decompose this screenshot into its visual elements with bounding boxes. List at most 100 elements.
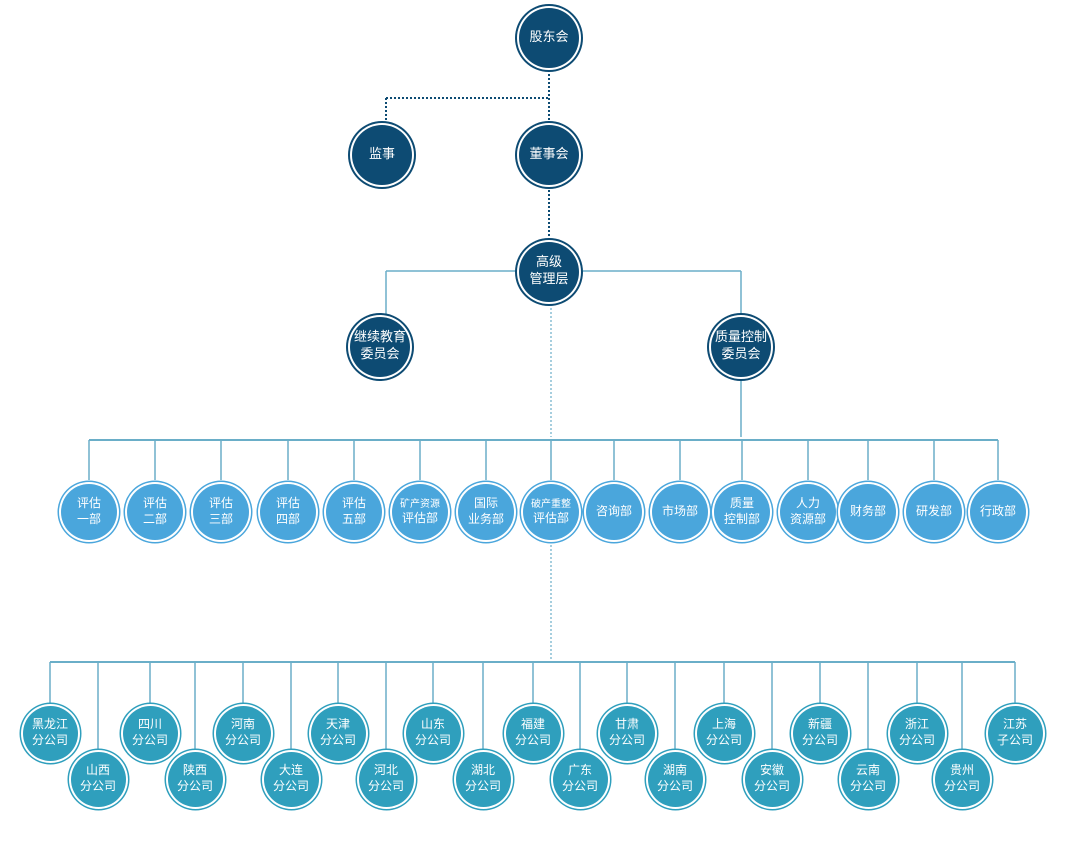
- branch-node-label-1: 陕西: [182, 763, 207, 778]
- branch-node-label-1: 湖北: [470, 763, 495, 778]
- department-node: 矿产资源评估部: [392, 484, 448, 540]
- management-node-label-2: 管理层: [529, 272, 569, 287]
- branch-node-label-2: 分公司: [561, 779, 598, 793]
- branch-node: 福建分公司: [505, 705, 561, 761]
- branch-node: 山东分公司: [405, 705, 461, 761]
- branch-node: 陕西分公司: [167, 751, 223, 807]
- department-node-label-2: 资源部: [789, 512, 826, 526]
- department-node-label-2: 评估部: [532, 510, 569, 525]
- branch-node: 四川分公司: [122, 705, 178, 761]
- department-node: 评估三部: [193, 484, 249, 540]
- branch-node-label-2: 分公司: [414, 733, 451, 747]
- branch-node-label-1: 河北: [373, 763, 398, 778]
- department-node-label-1: 评估: [341, 496, 366, 511]
- department-node-label-2: 三部: [208, 512, 233, 526]
- shareholders-node-label-1: 股东会: [529, 29, 569, 45]
- education-committee-node-label-2: 委员会: [360, 347, 400, 362]
- department-node: 评估四部: [260, 484, 316, 540]
- department-node-label-1: 咨询部: [595, 504, 632, 519]
- branch-node-label-1: 新疆: [807, 717, 832, 732]
- branch-node-label-1: 山东: [420, 717, 445, 732]
- quality-committee-node-label-2: 委员会: [721, 347, 761, 362]
- branch-node-label-1: 湖南: [662, 763, 687, 778]
- branch-node-label-1: 贵州: [949, 763, 974, 778]
- branch-node: 天津分公司: [310, 705, 366, 761]
- branch-node-label-2: 子公司: [996, 733, 1033, 747]
- branch-node: 大连分公司: [263, 751, 319, 807]
- branch-node-label-1: 广东: [567, 763, 592, 778]
- department-node: 评估五部: [326, 484, 382, 540]
- department-node-label-2: 一部: [76, 512, 101, 526]
- department-node-label-1: 评估: [275, 496, 300, 511]
- branch-node: 浙江分公司: [889, 705, 945, 761]
- branch-node-label-1: 河南: [230, 717, 255, 732]
- branch-node-label-1: 浙江: [904, 717, 929, 732]
- department-node-label-1: 国际: [473, 496, 498, 511]
- department-node-label-1: 矿产资源: [400, 498, 440, 510]
- branch-node-label-2: 分公司: [898, 733, 935, 747]
- department-node: 破产重整评估部: [523, 484, 579, 540]
- branch-node-label-2: 分公司: [849, 779, 886, 793]
- branch-node-label-1: 江苏: [1002, 717, 1027, 732]
- branch-node: 安徽分公司: [744, 751, 800, 807]
- branch-node: 广东分公司: [552, 751, 608, 807]
- department-node: 质量控制部: [714, 484, 770, 540]
- branch-node-label-2: 分公司: [367, 779, 404, 793]
- branch-node-label-1: 甘肃: [614, 717, 639, 732]
- branch-node-label-1: 山西: [85, 763, 110, 778]
- department-node-label-1: 质量: [729, 496, 754, 511]
- branch-node: 河北分公司: [358, 751, 414, 807]
- branch-node-label-2: 分公司: [176, 779, 213, 793]
- department-node-label-1: 评估: [76, 496, 101, 511]
- department-node-label-1: 行政部: [979, 504, 1016, 519]
- management-node-label-1: 高级: [535, 255, 562, 271]
- department-node: 财务部: [840, 484, 896, 540]
- department-node: 评估一部: [61, 484, 117, 540]
- branch-node: 贵州分公司: [934, 751, 990, 807]
- branch-node-label-1: 安徽: [759, 763, 784, 778]
- department-node: 研发部: [906, 484, 962, 540]
- branch-node-label-1: 大连: [278, 763, 303, 778]
- department-node-label-2: 控制部: [723, 512, 760, 526]
- department-node: 国际业务部: [458, 484, 514, 540]
- department-node: 行政部: [970, 484, 1026, 540]
- supervisor-node-label-1: 监事: [368, 146, 395, 162]
- branch-node-label-2: 分公司: [319, 733, 356, 747]
- branch-node: 河南分公司: [215, 705, 271, 761]
- shareholders-node: 股东会: [519, 8, 579, 68]
- branch-node-label-2: 分公司: [79, 779, 116, 793]
- branch-node-label-1: 天津: [325, 717, 350, 732]
- branch-node: 湖北分公司: [455, 751, 511, 807]
- branch-node-label-2: 分公司: [464, 779, 501, 793]
- board-node: 董事会: [519, 125, 579, 185]
- department-node-label-1: 研发部: [915, 504, 952, 519]
- quality-committee-node-label-1: 质量控制: [714, 330, 767, 346]
- branch-node: 黑龙江分公司: [22, 705, 78, 761]
- branch-node: 江苏子公司: [987, 705, 1043, 761]
- branch-node-label-1: 四川: [137, 717, 162, 732]
- branch-node: 山西分公司: [70, 751, 126, 807]
- branch-node-label-2: 分公司: [224, 733, 261, 747]
- department-node: 咨询部: [586, 484, 642, 540]
- branch-node-label-2: 分公司: [131, 733, 168, 747]
- department-node-label-2: 评估部: [401, 510, 438, 525]
- department-node-label-1: 财务部: [849, 504, 886, 519]
- department-node: 人力资源部: [780, 484, 836, 540]
- department-node: 评估二部: [127, 484, 183, 540]
- branch-node-label-2: 分公司: [943, 779, 980, 793]
- branch-node-label-2: 分公司: [656, 779, 693, 793]
- department-node-label-2: 业务部: [467, 512, 504, 526]
- branch-node-label-2: 分公司: [753, 779, 790, 793]
- branch-node: 湖南分公司: [647, 751, 703, 807]
- branch-node: 新疆分公司: [792, 705, 848, 761]
- branch-node: 上海分公司: [696, 705, 752, 761]
- supervisor-node: 监事: [352, 125, 412, 185]
- branch-node: 云南分公司: [840, 751, 896, 807]
- branch-node: 甘肃分公司: [599, 705, 655, 761]
- branch-node-label-2: 分公司: [801, 733, 838, 747]
- department-node-label-2: 二部: [142, 512, 167, 526]
- department-node: 市场部: [652, 484, 708, 540]
- branch-node-label-1: 上海: [711, 717, 736, 732]
